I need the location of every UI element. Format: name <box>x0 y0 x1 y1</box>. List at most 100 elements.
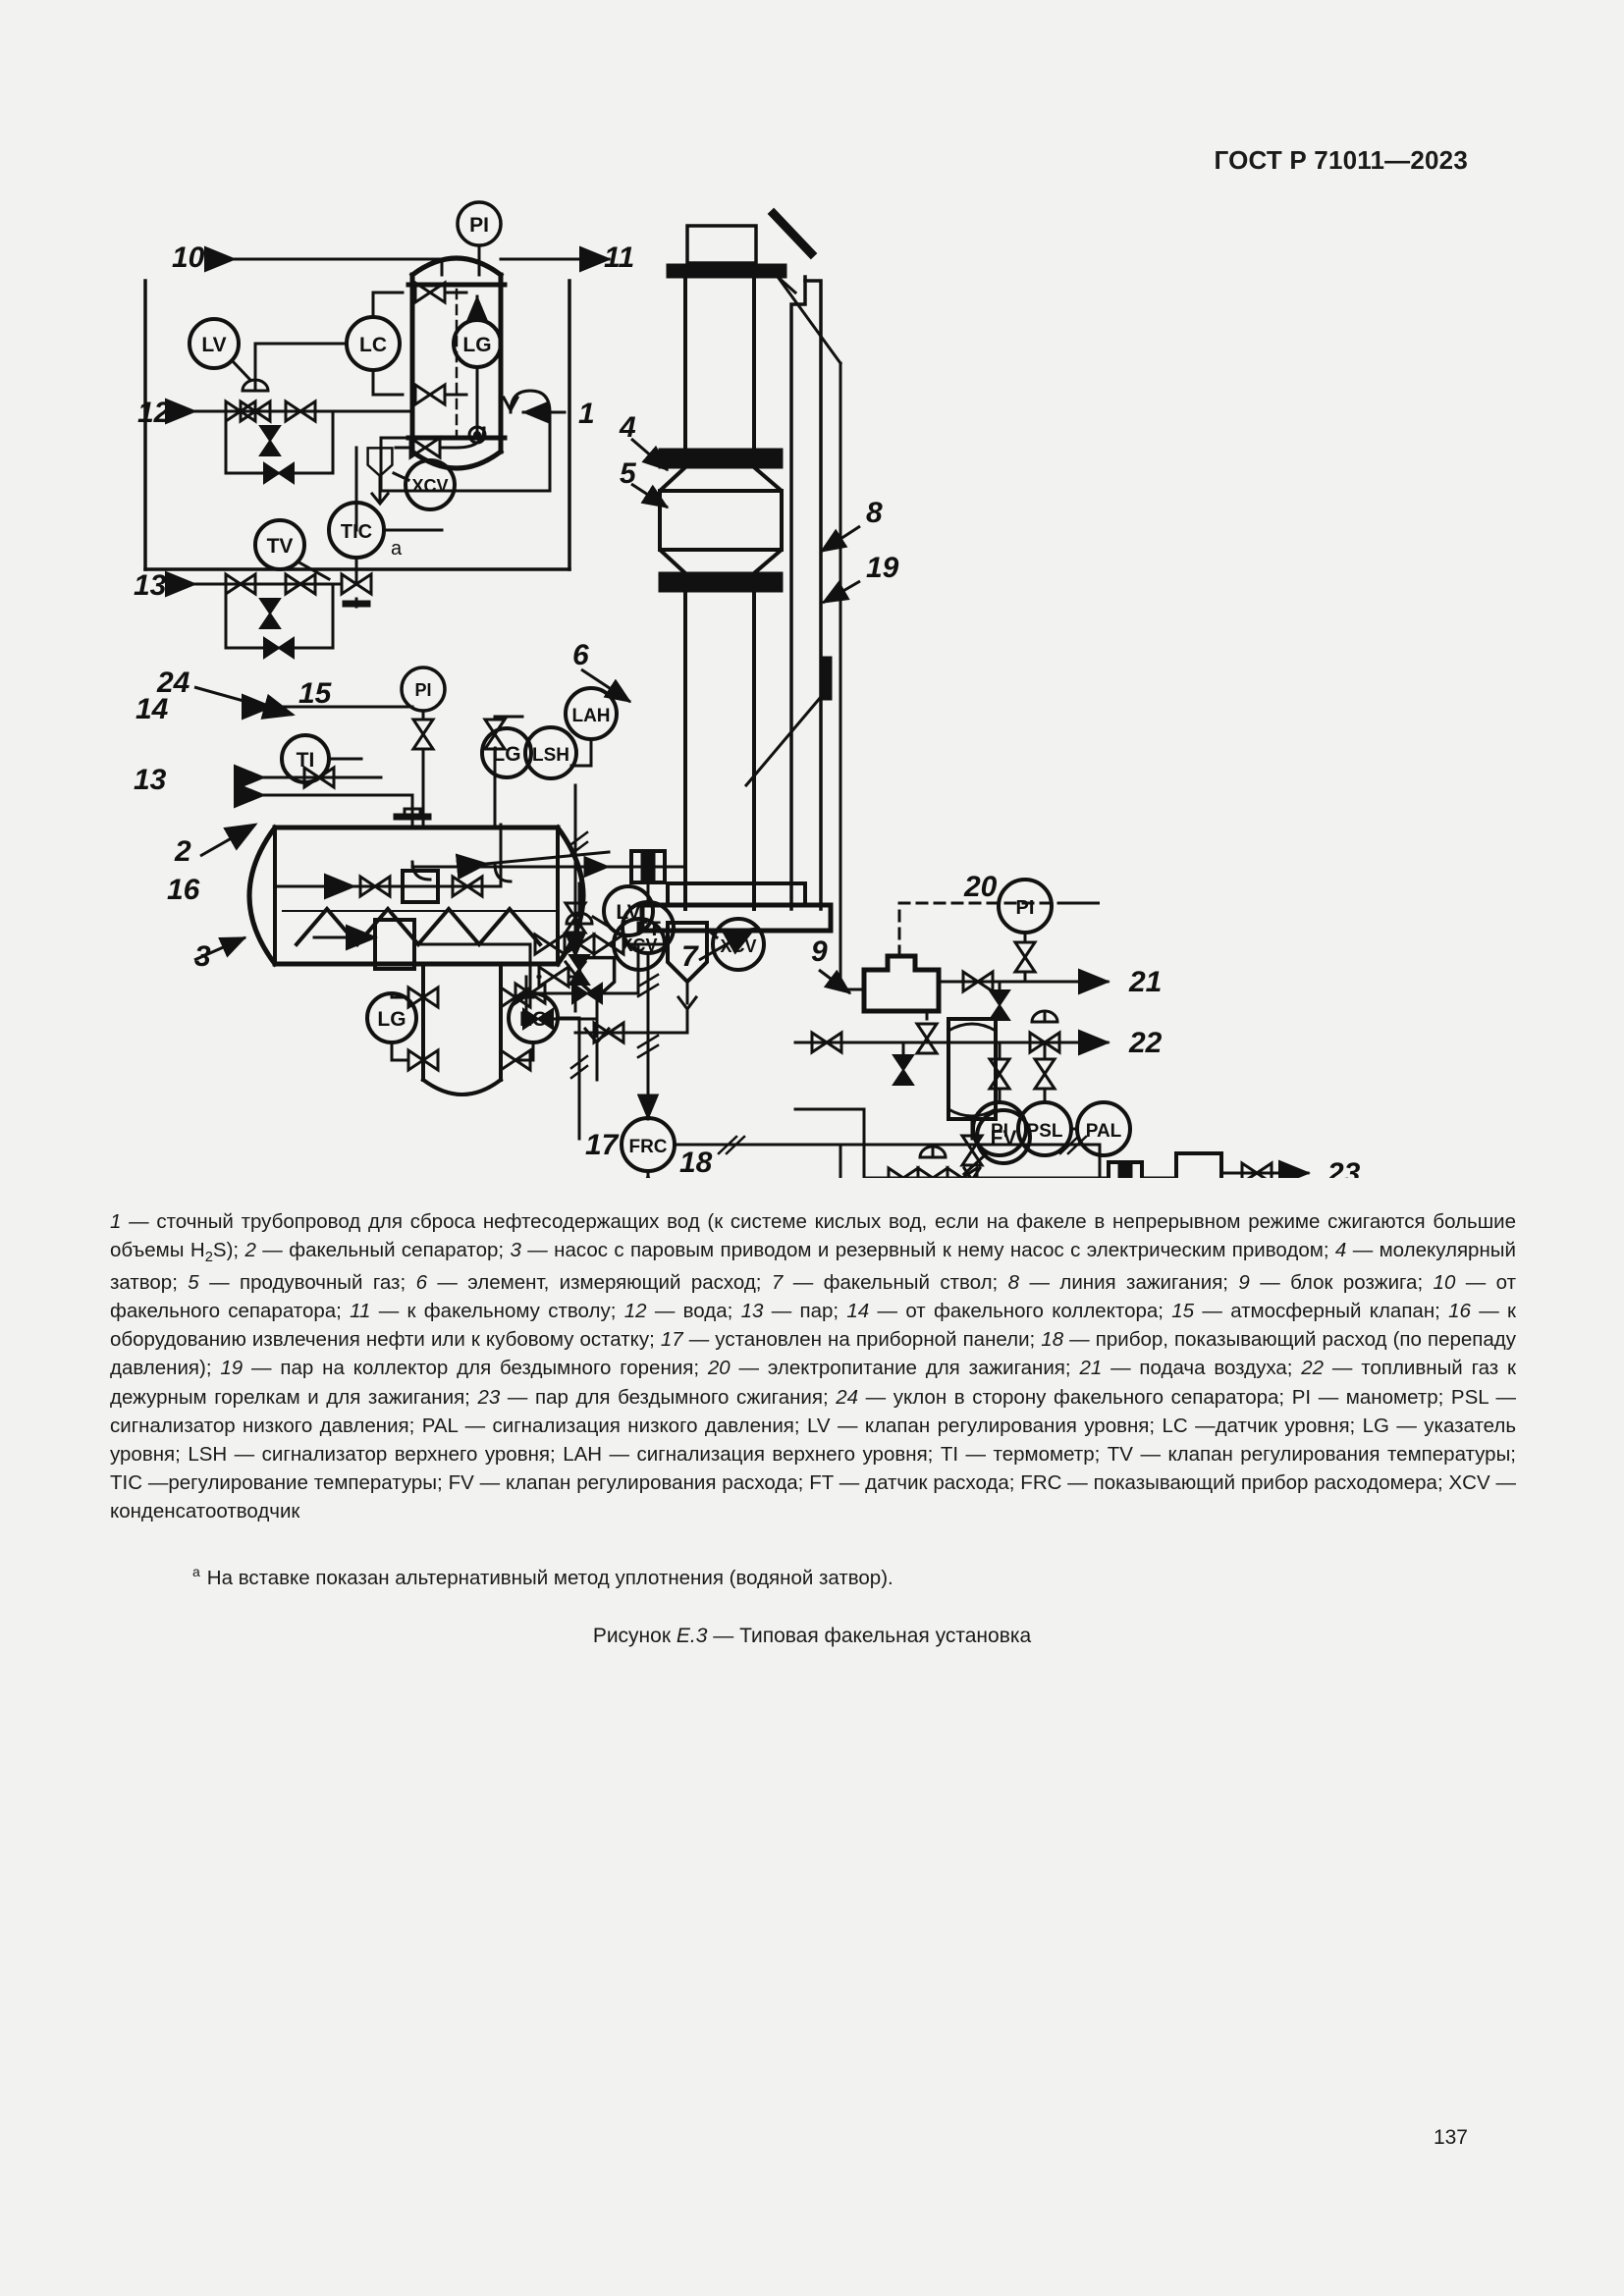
tag-lg-boot: LG <box>377 1008 406 1031</box>
figure-title: Рисунок E.3 — Типовая факельная установк… <box>0 1625 1624 1648</box>
caption-abbr-code: LC <box>1162 1414 1188 1437</box>
caption-item-text: — сточный трубопровод для сброса нефтесо… <box>110 1210 1516 1266</box>
tag-pi-fuel: PI <box>991 1121 1008 1142</box>
caption-item-number: 14 <box>846 1300 870 1323</box>
caption-item-text: — пар на коллектор для бездымного горени… <box>243 1357 708 1380</box>
callout-12: 12 <box>137 397 171 429</box>
caption-item-text: — молекулярный затвор; <box>110 1239 1516 1295</box>
caption-item-number: 18 <box>1041 1328 1064 1352</box>
tag-xcv-sep: XCV <box>621 935 657 955</box>
tag-lc-inset: LC <box>359 334 387 356</box>
caption-abbr-code: LV <box>807 1414 831 1437</box>
caption-item-text: — факельный сепаратор; <box>255 1239 511 1262</box>
caption-abbr-code: FRC <box>1020 1470 1062 1494</box>
tag-xcv-inset: XCV <box>411 476 448 496</box>
callout-19: 19 <box>866 552 899 584</box>
caption-item-number: 1 <box>110 1210 122 1233</box>
caption-abbr-text: — сигнализатор верхнего уровня; <box>227 1442 564 1466</box>
caption-item-text: — подача воздуха; <box>1102 1357 1302 1380</box>
caption-item-number: 21 <box>1079 1357 1103 1380</box>
caption-item-text: — продувочный газ; <box>198 1271 416 1295</box>
figure-title-prefix: Рисунок <box>592 1625 672 1647</box>
caption-abbr-code: LSH <box>188 1442 228 1466</box>
caption-item-number: 17 <box>660 1328 683 1352</box>
caption-item-number: 13 <box>740 1300 764 1323</box>
tag-ft-main: FT <box>635 918 661 940</box>
caption-item-text: — к факельному стволу; <box>370 1300 624 1323</box>
caption-item-text: — элемент, измеряющий расход; <box>426 1271 772 1295</box>
tag-lv-pump: LV <box>616 901 640 924</box>
caption-item-text: — пар; <box>763 1300 847 1323</box>
figure-title-dash: — <box>707 1625 740 1647</box>
caption-abbr-code: TIC <box>110 1470 143 1494</box>
document-standard-header: ГОСТ Р 71011—2023 <box>1214 145 1468 175</box>
caption-item-text: — от факельного коллектора; <box>869 1300 1172 1323</box>
caption-abbr-text: — конденсатоотводчик <box>110 1470 1516 1523</box>
caption-item-number: 4 <box>1334 1239 1347 1262</box>
caption-item-number: 10 <box>1433 1271 1456 1295</box>
tag-pi-air: PI <box>1016 897 1035 919</box>
callout-15: 15 <box>298 677 333 710</box>
page-number: 137 <box>1433 2126 1468 2149</box>
tag-ti: TI <box>297 749 315 772</box>
tag-pi-inset: PI <box>469 214 489 237</box>
caption-abbr-code: PSL <box>1450 1385 1489 1409</box>
tag-pi-sep: PI <box>414 680 431 700</box>
caption-abbr-text: — сигнализация верхнего уровня; <box>602 1442 941 1466</box>
figure-callouts: 10 11 1 12 13 4 5 8 19 20 9 21 22 23 24 … <box>134 241 1361 1178</box>
caption-item-number: 2 <box>244 1239 256 1262</box>
tag-lg-sep: LG <box>492 743 520 766</box>
caption-item-text: — от факельного сепаратора; <box>110 1271 1516 1323</box>
caption-item-number: 24 <box>836 1385 859 1409</box>
caption-abbr-code: PAL <box>421 1414 459 1437</box>
caption-item-text: — насос с паровым приводом и резервный к… <box>520 1239 1335 1262</box>
callout-22: 22 <box>1128 1027 1163 1059</box>
footnote-text: На вставке показан альтернативный метод … <box>206 1566 893 1589</box>
caption-item-number: 5 <box>188 1271 199 1295</box>
caption-item-text: — установлен на приборной панели; <box>682 1328 1042 1352</box>
callout-16: 16 <box>167 874 200 906</box>
callout-24: 24 <box>156 667 190 699</box>
caption-abbr-code: FV <box>448 1470 474 1494</box>
caption-item-text: — линия зажигания; <box>1019 1271 1239 1295</box>
caption-item-number: 11 <box>350 1300 371 1323</box>
caption-abbr-text: — показывающий прибор расходомера; <box>1061 1470 1449 1494</box>
caption-abbr-text: —датчик уровня; <box>1187 1414 1363 1437</box>
caption-abbr-code: LG <box>1362 1414 1389 1437</box>
caption-abbr-code: TI <box>940 1442 959 1466</box>
caption-item-number: 7 <box>771 1271 784 1295</box>
caption-abbr-code: PI <box>1291 1385 1312 1409</box>
caption-item-number: 3 <box>510 1239 521 1262</box>
caption-abbr-text: — манометр; <box>1311 1385 1451 1409</box>
caption-item-text: — прибор, показывающий расход (по перепа… <box>110 1328 1516 1380</box>
caption-abbr-text: — сигнализация низкого давления; <box>458 1414 808 1437</box>
tag-lg-inset: LG <box>462 334 491 356</box>
tag-lsh: LSH <box>532 745 569 766</box>
caption-item-text: — топливный газ к дежурным горелкам и дл… <box>110 1357 1516 1409</box>
tag-psl: PSL <box>1027 1121 1063 1142</box>
caption-abbr-code: LAH <box>563 1442 603 1466</box>
caption-item-text: — вода; <box>646 1300 741 1323</box>
caption-abbr-text: — клапан регулирования уровня; <box>830 1414 1163 1437</box>
tag-lv-inset: LV <box>201 334 226 356</box>
callout-9: 9 <box>811 935 828 968</box>
caption-abbr-code: XCV <box>1448 1470 1490 1494</box>
callout-21: 21 <box>1128 966 1162 998</box>
caption-item-number: 8 <box>1007 1271 1020 1295</box>
callout-1: 1 <box>578 398 595 430</box>
callout-13b: 13 <box>134 764 167 796</box>
callout-7: 7 <box>681 940 699 973</box>
caption-abbr-text: — сигнализатор низкого давления; <box>110 1385 1516 1437</box>
caption-item-number: 15 <box>1171 1300 1195 1323</box>
figure-caption: 1 — сточный трубопровод для сброса нефте… <box>110 1207 1516 1525</box>
callout-17: 17 <box>585 1129 620 1161</box>
caption-item-text: — к оборудованию извлечения нефти или к … <box>110 1300 1517 1352</box>
callout-5: 5 <box>620 457 637 490</box>
tag-frc: FRC <box>628 1137 667 1157</box>
callout-8: 8 <box>866 497 883 529</box>
caption-item-text: — электропитание для зажигания; <box>730 1357 1080 1380</box>
caption-item-text: — пар для бездымного сжигания; <box>500 1385 837 1409</box>
caption-item-number: 9 <box>1238 1271 1250 1295</box>
caption-abbr-text: —регулирование температуры; <box>142 1470 449 1494</box>
